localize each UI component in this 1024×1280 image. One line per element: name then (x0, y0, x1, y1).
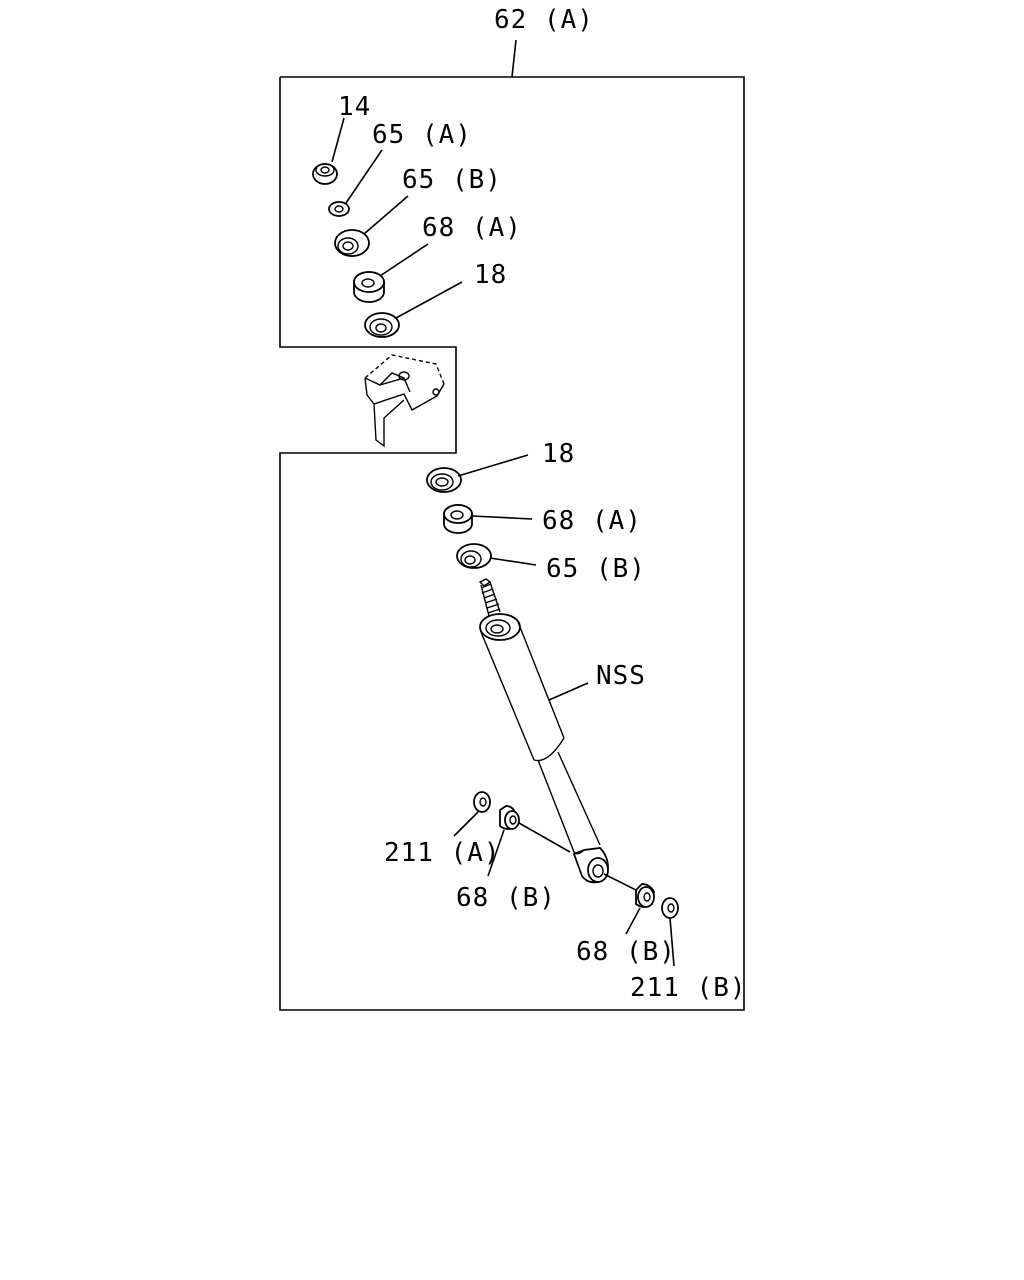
callout-65a-top: 65 (A) (372, 120, 472, 150)
callout-18-mid: 18 (542, 439, 575, 469)
part-68b-bushing-left (499, 805, 520, 830)
shock-absorber (478, 578, 609, 884)
callout-65b-top: 65 (B) (402, 165, 502, 195)
callout-68a-top: 68 (A) (422, 213, 522, 243)
leader-68a-mid (471, 515, 533, 520)
leader-65a-top (345, 149, 383, 204)
callout-211a: 211 (A) (384, 838, 501, 868)
part-68b-bushing-right (635, 883, 655, 908)
bolt-axis-right (603, 873, 637, 891)
callout-211b: 211 (B) (630, 973, 747, 1003)
group-label-leader (511, 39, 517, 78)
leader-18-top (395, 281, 463, 319)
part-65a-washer-top (328, 201, 350, 217)
part-18-cup-mid (426, 467, 462, 493)
part-68a-bushing-mid (443, 504, 473, 534)
leader-211a (453, 811, 479, 837)
callout-14: 14 (338, 92, 371, 122)
part-211b-washer (661, 897, 679, 919)
callout-68a-mid: 68 (A) (542, 506, 642, 536)
group-label: 62 (A) (494, 5, 594, 35)
leader-65b-mid (489, 557, 537, 566)
part-211a-washer (473, 791, 491, 813)
callout-65b-mid: 65 (B) (546, 554, 646, 584)
callout-18-top: 18 (474, 260, 507, 290)
leader-nss (548, 682, 589, 701)
callout-68b-right: 68 (B) (576, 937, 676, 967)
part-18-cup-top (364, 312, 400, 338)
leader-211b (669, 917, 675, 967)
callout-nss: NSS (596, 661, 646, 691)
leader-65b-top (363, 195, 409, 235)
part-68a-bushing-top (353, 271, 385, 303)
leader-68b-left (487, 829, 505, 877)
mounting-bracket (364, 354, 445, 448)
group-boundary (279, 76, 745, 1011)
leader-14 (331, 117, 345, 163)
part-14-nut (312, 163, 338, 185)
leader-18-mid (457, 454, 529, 477)
leader-68b-right (625, 907, 641, 935)
part-65b-washer-top (334, 229, 370, 257)
leader-68a-top (379, 243, 429, 277)
part-65b-washer-mid (456, 543, 492, 569)
callout-68b-left: 68 (B) (456, 883, 556, 913)
bolt-axis-left (518, 822, 571, 853)
